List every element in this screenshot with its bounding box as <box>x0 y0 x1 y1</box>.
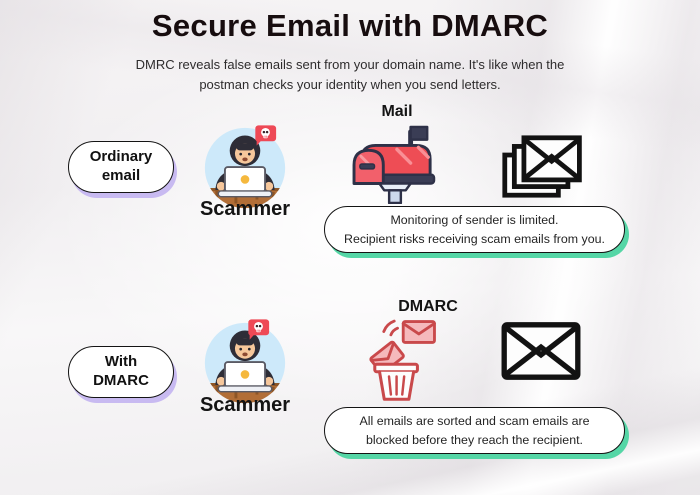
page-title: Secure Email with DMARC <box>151 8 549 43</box>
skull-alert-icon <box>254 124 277 147</box>
scammer-at-laptop-icon <box>202 125 288 211</box>
pill-line-1: Ordinary <box>89 148 153 166</box>
mailbox-icon <box>346 124 444 204</box>
callout-line-1: Monitoring of sender is limited. <box>390 212 559 227</box>
callout-line-1: All emails are sorted and scam emails ar… <box>359 413 590 428</box>
scammer-at-laptop-icon <box>202 320 288 406</box>
mail-caption: Mail <box>381 103 413 120</box>
label-pill-with-dmarc: With DMARC <box>68 346 174 398</box>
dmarc-caption: DMARC <box>398 298 458 315</box>
callout-with-dmarc: All emails are sorted and scam emails ar… <box>324 407 625 454</box>
scammer-label: Scammer <box>199 198 291 220</box>
pill-line-2: email <box>101 167 141 184</box>
stacked-envelopes-icon <box>500 132 588 201</box>
callout-ordinary-email: Monitoring of sender is limited. Recipie… <box>324 206 625 253</box>
callout-line-2: blocked before they reach the recipient. <box>366 432 583 447</box>
spam-trash-icon <box>352 314 444 404</box>
envelope-icon <box>500 320 582 382</box>
skull-alert-icon <box>247 318 270 341</box>
callout-line-2: Recipient risks receiving scam emails fr… <box>344 231 605 246</box>
pill-line-2: DMARC <box>93 372 149 389</box>
pill-line-1: With <box>104 353 138 371</box>
label-pill-ordinary-email: Ordinary email <box>68 141 174 193</box>
page-subtitle: DMRC reveals false emails sent from your… <box>135 57 565 92</box>
scammer-label: Scammer <box>199 394 291 416</box>
